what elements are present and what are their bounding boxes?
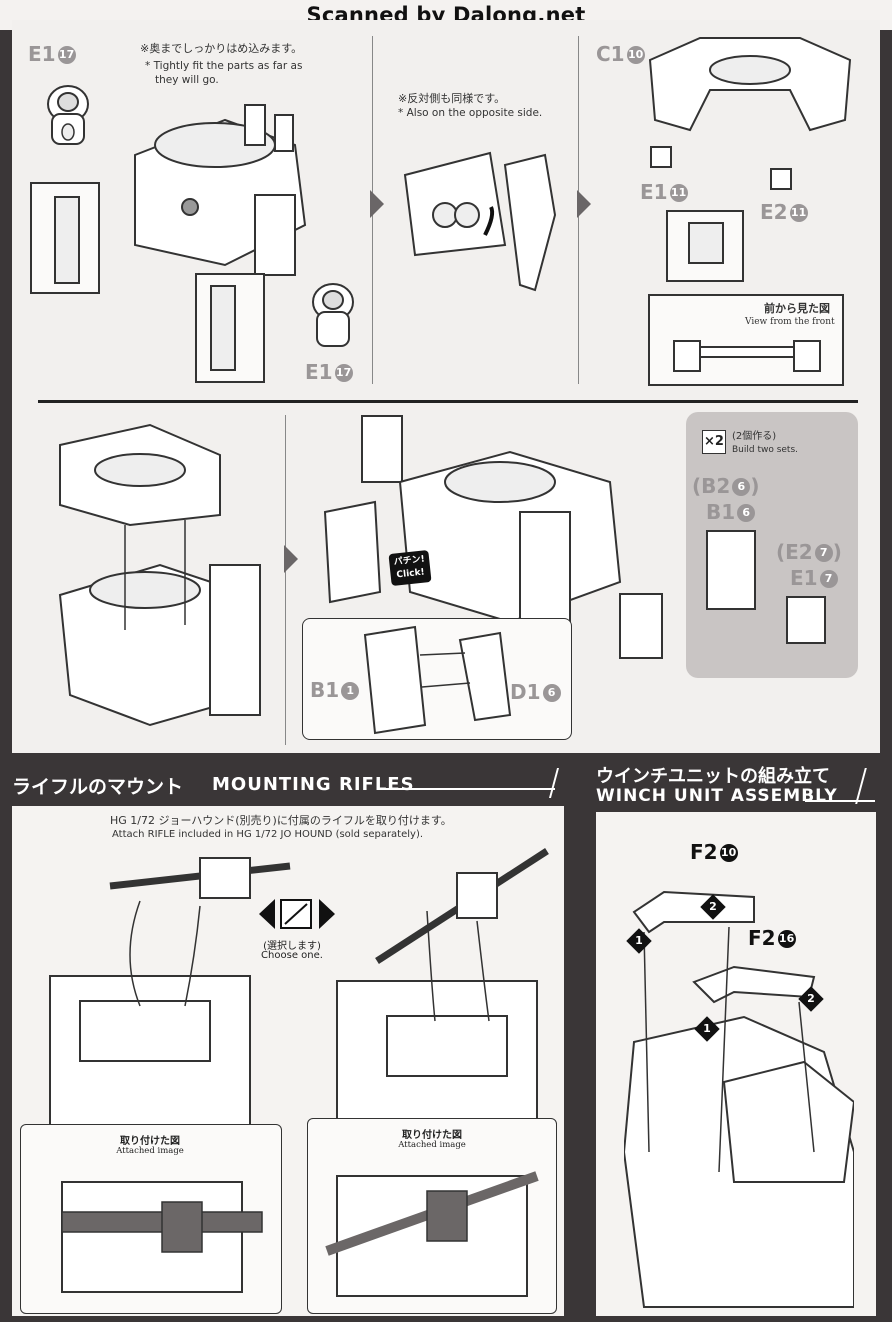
attached-rifle-b-drawing <box>325 1171 539 1297</box>
peg-shape-left <box>54 196 80 284</box>
rifles-title-rule <box>380 788 555 790</box>
tight-fit-note-en-2: they will go. <box>155 74 219 86</box>
winch-title-tick <box>855 768 867 804</box>
rifles-title-tick <box>548 768 560 798</box>
e1-detail-part <box>688 222 724 264</box>
winch-title-en: WINCH UNIT ASSEMBLY <box>596 786 838 806</box>
peg-shape-right <box>210 285 236 371</box>
b1-d1-detail-box <box>302 618 572 740</box>
e2-small-part <box>770 168 792 190</box>
attached-rifle-a-drawing <box>61 1181 263 1293</box>
attached-label-jp-b: 取り付けた図 <box>402 1130 462 1141</box>
front-view-label-en: View from the front <box>745 317 835 327</box>
opposite-side-note-jp: ※反対側も同様です。 <box>398 92 506 105</box>
b-plate-part <box>706 530 756 610</box>
winch-assembly-drawing <box>624 890 854 1308</box>
next-step-arrow-3 <box>284 545 298 573</box>
rifles-note-jp: HG 1/72 ジョーハウンド(別売り)に付属のライフルを取り付けます。 <box>110 814 452 827</box>
e-clip-part <box>786 596 826 644</box>
front-view-drawing <box>673 340 821 372</box>
build-two-note-jp: (2個作る) <box>732 431 777 442</box>
next-step-arrow-1 <box>370 190 384 218</box>
tight-fit-note-jp: ※奥までしっかりはめ込みます。 <box>140 42 303 55</box>
tight-fit-note-en-1: * Tightly fit the parts as far as <box>145 60 303 72</box>
mech-body-plates-drawing <box>323 415 663 659</box>
step-marker-1b: 1 <box>694 1016 720 1042</box>
step-marker-2a: 2 <box>700 894 726 920</box>
e1-ring-part-drawing <box>47 85 89 145</box>
rifle-option-a-drawing <box>49 857 291 1126</box>
e1-ring-part-drawing-bottom <box>312 283 354 347</box>
mech-assembly-drawing-step4 <box>58 423 261 727</box>
step-row-divider <box>38 400 858 403</box>
mech-body-drawing-step1 <box>134 104 307 276</box>
quantity-x2-box: ×2 <box>702 430 726 454</box>
divider-step4-5 <box>285 415 286 745</box>
c1-frame-part-drawing <box>648 37 852 132</box>
attached-label-en-b: Attached image <box>398 1140 466 1150</box>
rifles-title-en: MOUNTING RIFLES <box>212 774 415 795</box>
click-badge: パチン!Click! <box>388 549 432 587</box>
choose-note-jp: (選択します) <box>263 941 321 952</box>
mech-side-drawing-step2 <box>403 151 557 292</box>
choose-note-en: Choose one. <box>261 950 323 961</box>
rifles-note-en: Attach RIFLE included in HG 1/72 JO HOUN… <box>112 829 424 840</box>
choose-arrows-icon <box>259 899 335 929</box>
rifles-title-jp: ライフルのマウント <box>12 776 184 798</box>
next-step-arrow-2 <box>577 190 591 218</box>
step-marker-1a: 1 <box>626 928 652 954</box>
step-marker-2b: 2 <box>798 986 824 1012</box>
rifle-option-b-drawing <box>336 848 549 1122</box>
e1-small-part <box>650 146 672 168</box>
winch-title-jp: ウインチユニットの組み立て <box>596 766 830 787</box>
b1-d1-parts-drawing <box>363 625 512 735</box>
opposite-side-note-en: * Also on the opposite side. <box>398 107 543 119</box>
attached-label-jp-a: 取り付けた図 <box>120 1136 180 1147</box>
attached-label-en-a: Attached image <box>116 1146 184 1156</box>
winch-title-rule <box>805 800 875 802</box>
front-view-label-jp: 前から見た図 <box>764 302 830 315</box>
rifles-panel: HG 1/72 ジョーハウンド(別売り)に付属のライフルを取り付けます。 Att… <box>12 806 564 1316</box>
build-two-note-en: Build two sets. <box>732 445 799 455</box>
